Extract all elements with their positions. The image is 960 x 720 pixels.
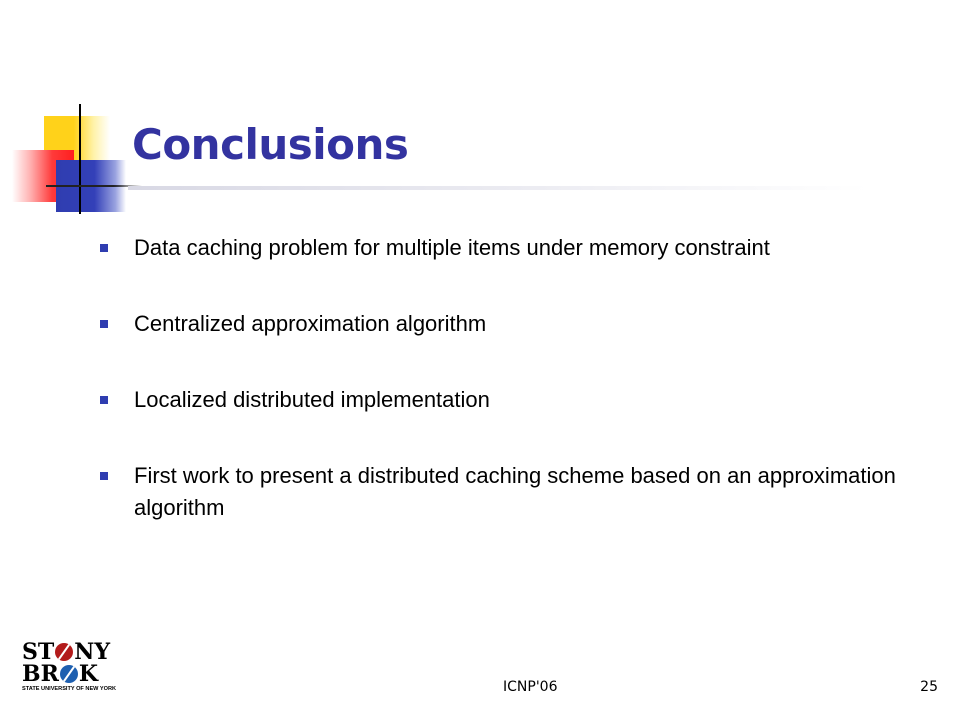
footer-conference: ICNP'06 — [503, 679, 558, 695]
title-underline — [128, 186, 868, 190]
bullet-item: First work to present a distributed cach… — [100, 460, 900, 524]
bullet-item: Centralized approximation algorithm — [100, 308, 900, 340]
bullet-item: Localized distributed implementation — [100, 384, 900, 416]
square-bullet-icon — [100, 320, 108, 328]
logo-subtitle: STATE UNIVERSITY OF NEW YORK — [22, 686, 117, 692]
bullet-item: Data caching problem for multiple items … — [100, 232, 900, 264]
bullet-text: Data caching problem for multiple items … — [134, 235, 770, 260]
page-number: 25 — [920, 679, 938, 695]
decor-vertical-line — [79, 104, 81, 214]
square-bullet-icon — [100, 396, 108, 404]
bullet-text: First work to present a distributed cach… — [134, 463, 896, 520]
bullet-text: Localized distributed implementation — [134, 387, 490, 412]
slide-title: Conclusions — [132, 120, 409, 169]
decor-horizontal-line — [46, 185, 142, 187]
bullet-text: Centralized approximation algorithm — [134, 311, 487, 336]
square-bullet-icon — [100, 472, 108, 480]
logo-ring-red-icon — [55, 643, 74, 661]
logo-ring-blue-icon — [59, 665, 78, 683]
square-bullet-icon — [100, 244, 108, 252]
bullet-list: Data caching problem for multiple items … — [100, 232, 900, 524]
